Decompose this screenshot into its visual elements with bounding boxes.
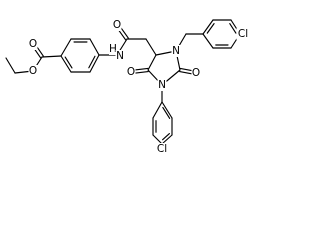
bond-left-ring-6-inner xyxy=(64,56,73,69)
bond-lower-ring-4-inner xyxy=(162,133,170,141)
ring-n3-label-text: N xyxy=(158,79,166,91)
bond-left-ring-4 xyxy=(89,54,100,73)
ring-o4-label: O xyxy=(126,66,136,78)
chlorine-bottom-label: Cl xyxy=(155,143,169,155)
bond-left-ring-6 xyxy=(60,55,72,73)
bond-upper-ring-3-inner xyxy=(229,23,237,34)
amide-hydrogen-label: H xyxy=(109,43,117,55)
chlorine-bottom-label-text: Cl xyxy=(157,143,167,155)
bond-lower-ring-4 xyxy=(161,134,173,145)
bond-ester-aryl xyxy=(41,55,62,58)
bond-lower-ring-6 xyxy=(161,101,173,119)
bond-upper-ring-1 xyxy=(202,19,214,35)
ring-o2-label: O xyxy=(191,67,201,79)
ester-carbonyl-oxygen-label: O xyxy=(28,38,38,50)
amide-nitrogen-label-text: N xyxy=(116,50,124,62)
bond-layer xyxy=(5,19,249,153)
bond-lower-ring-1 xyxy=(152,101,163,119)
bond-ethyl-ch3 xyxy=(5,57,16,74)
bond-left-ring-1 xyxy=(60,38,72,57)
bond-upper-ring-6 xyxy=(202,33,214,49)
ester-ether-oxygen-label-text: O xyxy=(29,65,37,77)
chlorine-top-label-text: Cl xyxy=(238,28,248,40)
ring-n3-label: N xyxy=(157,79,167,91)
bond-ring-c4-c5 xyxy=(147,54,157,71)
ring-n1-label: N xyxy=(171,45,181,57)
ring-n1-label-text: N xyxy=(172,45,180,57)
bond-lower-ring-3 xyxy=(152,134,163,145)
bond-left-ring-4-inner xyxy=(88,55,96,69)
bond-upper-ring-1-inner xyxy=(206,23,215,34)
bond-left-ring-3 xyxy=(89,38,100,56)
amide-nitrogen-label: N xyxy=(115,50,125,62)
ring-o4-label-text: O xyxy=(127,66,135,78)
amide-oxygen-label: O xyxy=(112,19,122,31)
ring-o2-label-text: O xyxy=(192,67,200,79)
ester-carbonyl-oxygen-label-text: O xyxy=(29,38,37,50)
chlorine-top-label: Cl xyxy=(236,28,249,40)
amide-hydrogen-label-text: H xyxy=(109,43,117,55)
bond-lower-ring-6-inner xyxy=(162,106,171,119)
bond-ch2-ring xyxy=(145,38,157,56)
amide-oxygen-label-text: O xyxy=(113,19,121,31)
ester-ether-oxygen-label: O xyxy=(28,65,38,77)
